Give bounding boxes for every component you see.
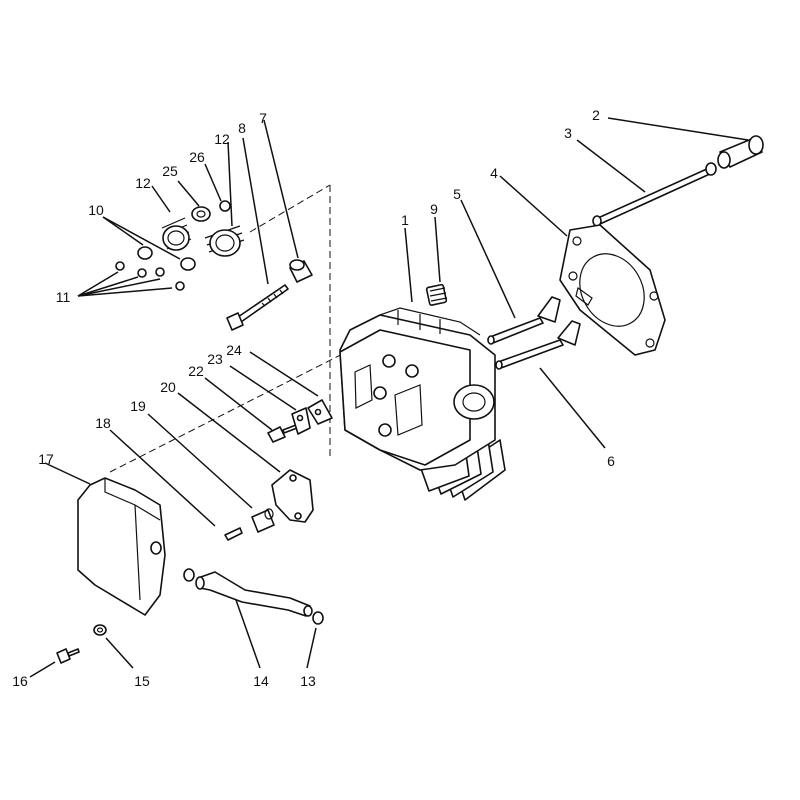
callout-24: 24 [226,342,242,358]
callout-1: 1 [401,212,409,228]
head-gasket [559,224,666,356]
callout-13: 13 [300,673,316,689]
callout-4: 4 [490,165,498,181]
exhaust-valve [495,320,581,370]
breather-cover [271,469,314,523]
callout-11: 11 [56,289,71,305]
callout-12-left: 12 [135,175,151,191]
callout-16: 16 [12,673,28,689]
callout-3: 3 [564,125,572,141]
callout-19: 19 [130,398,146,414]
intake-valve [487,296,561,345]
valve-spring-group [115,200,245,291]
cylinder-head [339,307,506,501]
head-bolt [226,284,289,331]
callout-25: 25 [162,163,178,179]
hose-clamps [183,568,324,625]
callout-labels: 1 2 3 4 5 6 7 8 9 10 11 12 12 13 14 15 1… [12,107,615,689]
spark-plug-insert [425,283,448,306]
breather-hose [195,571,313,617]
callout-18: 18 [95,415,111,431]
rocker-cover [77,477,166,616]
callout-8: 8 [238,120,246,136]
callout-14: 14 [253,673,269,689]
valve-guide [717,135,764,169]
leader-lines [29,117,749,678]
callout-22: 22 [188,363,204,379]
callout-17: 17 [38,451,54,467]
callout-5: 5 [453,186,461,202]
callout-7: 7 [259,110,267,126]
bracket-hardware [267,399,333,443]
push-rod [592,162,717,227]
callout-20: 20 [160,379,176,395]
callout-6: 6 [607,453,615,469]
callout-10: 10 [88,202,104,218]
callout-2: 2 [592,107,600,123]
callout-9: 9 [430,201,438,217]
breather-body [251,508,275,533]
callout-26: 26 [189,149,205,165]
cover-bolt [56,648,80,664]
breather-valve [224,527,243,541]
callout-15: 15 [134,673,150,689]
callout-12-right: 12 [214,131,230,147]
spacer [289,259,313,283]
cover-washer [93,624,107,636]
callout-23: 23 [207,351,223,367]
